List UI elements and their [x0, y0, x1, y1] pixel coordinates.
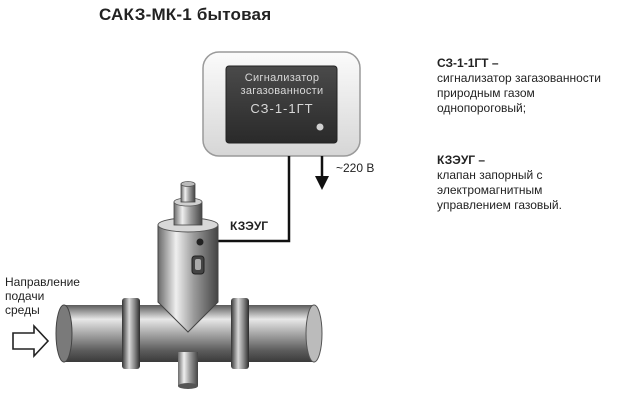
- flow-direction-label: Направление подачи среды: [5, 275, 85, 317]
- legend-signalizer-heading: СЗ-1-1ГТ –: [437, 56, 499, 70]
- diagram-title: САКЗ-МК-1 бытовая: [99, 5, 272, 24]
- pipe-nut-right: [231, 298, 249, 369]
- flow-label-line2: подачи: [5, 289, 45, 303]
- flow-label-line1: Направление: [5, 275, 80, 289]
- signalizer-screen-label: Сигнализатор загазованности: [230, 72, 334, 98]
- shutoff-valve: [157, 181, 219, 389]
- control-cable: [205, 156, 291, 243]
- arrow-down-icon: [315, 176, 329, 190]
- flow-label-line3: среды: [5, 303, 40, 317]
- legend-valve: КЗЭУГ – клапан запорный с электромагнитн…: [437, 153, 613, 213]
- pipe-nut-left: [122, 298, 140, 369]
- signalizer-screen-line1: Сигнализатор: [244, 72, 320, 84]
- legend-valve-text: клапан запорный с электромагнитным управ…: [437, 168, 562, 212]
- signalizer-screen-line2: загазованности: [240, 85, 324, 97]
- valve-tag: КЗЭУГ: [230, 219, 269, 233]
- signalizer-screen-code: СЗ-1-1ГТ: [250, 101, 314, 116]
- indicator-led-icon: [316, 123, 324, 131]
- power-cable: [315, 156, 329, 190]
- flow-arrow-icon: [12, 323, 50, 359]
- legend-signalizer: СЗ-1-1ГТ – сигнализатор загазованности п…: [437, 56, 613, 116]
- connector-socket-icon: [196, 238, 204, 246]
- signalizer-device: [202, 51, 361, 157]
- power-label: ~220 В: [336, 161, 375, 175]
- legend-signalizer-text: сигнализатор загазованности природным га…: [437, 71, 601, 115]
- legend-valve-heading: КЗЭУГ –: [437, 153, 486, 167]
